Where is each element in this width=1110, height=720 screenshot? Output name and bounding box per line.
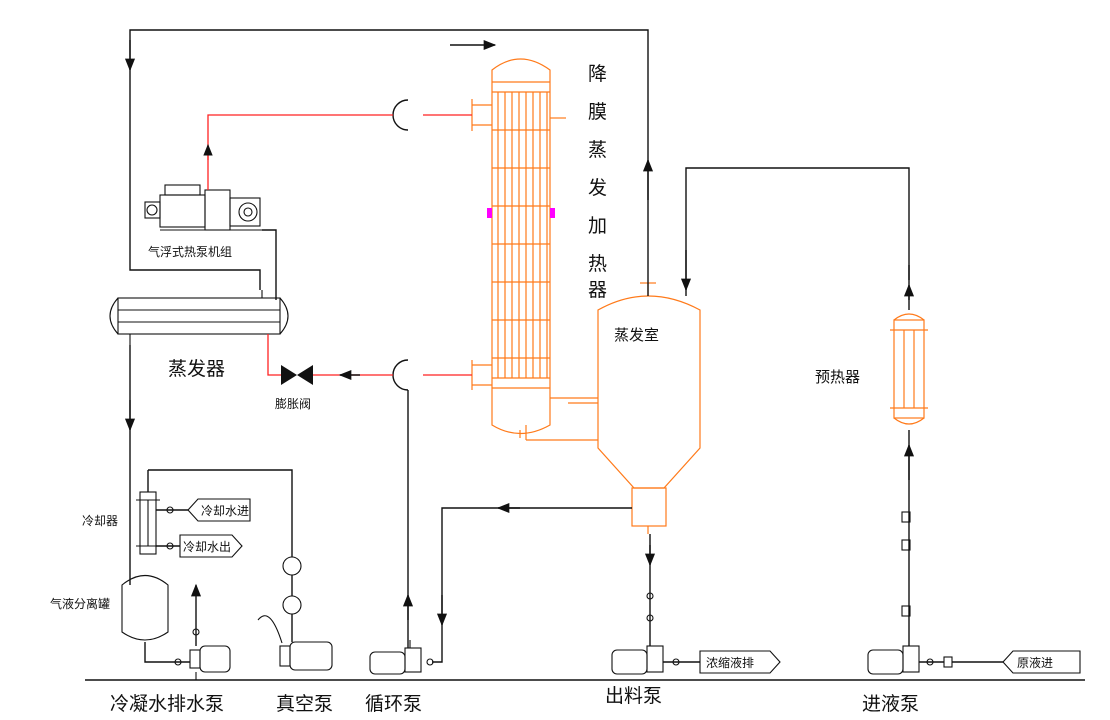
falling-film-heater (471, 58, 568, 440)
sight-glass-right (550, 208, 555, 218)
evaporation-chamber (526, 282, 701, 534)
gas-liquid-separator-label: 气液分离罐 (50, 596, 110, 611)
refrigerant-lines (203, 114, 472, 381)
evaporator-label: 蒸发器 (168, 358, 225, 380)
gas-liquid-separator (121, 574, 169, 641)
cooling-water-out-tag: 冷却水出 (156, 534, 243, 558)
evaporation-chamber-label: 蒸发室 (614, 326, 659, 344)
pipe-network (124, 29, 1003, 663)
svg-text:降: 降 (588, 63, 607, 85)
pump-labels: 冷凝水排水泵 真空泵 循环泵 出料泵 进液泵 (110, 685, 919, 715)
condensate-pump (174, 625, 231, 680)
feed-pump (867, 511, 953, 675)
expansion-valve (281, 365, 313, 385)
falling-film-heater-label: 降 膜 蒸 发 加 热 器 (588, 63, 607, 301)
preheater (890, 313, 928, 425)
circulation-pump-label: 循环泵 (365, 693, 422, 715)
heat-pump-unit-label: 气浮式热泵机组 (148, 244, 232, 259)
heat-pump-unit (144, 184, 262, 231)
svg-text:原液进: 原液进 (1017, 655, 1053, 670)
evaporator (109, 290, 289, 345)
raw-liquid-in-tag: 原液进 (1002, 650, 1081, 674)
svg-text:器: 器 (588, 279, 607, 301)
svg-text:冷却水进: 冷却水进 (201, 504, 249, 518)
preheater-label: 预热器 (815, 368, 860, 386)
cooler-label: 冷却器 (82, 514, 118, 528)
expansion-valve-label: 膨胀阀 (275, 397, 311, 411)
cooling-water-in-tag: 冷却水进 (156, 498, 251, 522)
svg-text:发: 发 (588, 177, 607, 199)
svg-text:冷却水出: 冷却水出 (183, 540, 231, 554)
svg-text:加: 加 (588, 215, 607, 237)
vacuum-pump-label: 真空泵 (276, 693, 333, 715)
sight-glass-left (487, 208, 492, 218)
condensate-pump-label: 冷凝水排水泵 (110, 693, 224, 715)
svg-text:膜: 膜 (588, 101, 607, 123)
circulation-pump (369, 640, 434, 675)
vacuum-pump (257, 556, 333, 671)
discharge-pump-label: 出料泵 (605, 685, 662, 707)
concentrate-out-tag: 浓缩液排 (699, 650, 781, 674)
svg-text:蒸: 蒸 (588, 139, 607, 161)
cooler (136, 491, 160, 555)
svg-text:浓缩液排: 浓缩液排 (706, 655, 754, 670)
svg-text:热: 热 (588, 253, 607, 275)
feed-pump-label: 进液泵 (862, 693, 919, 715)
